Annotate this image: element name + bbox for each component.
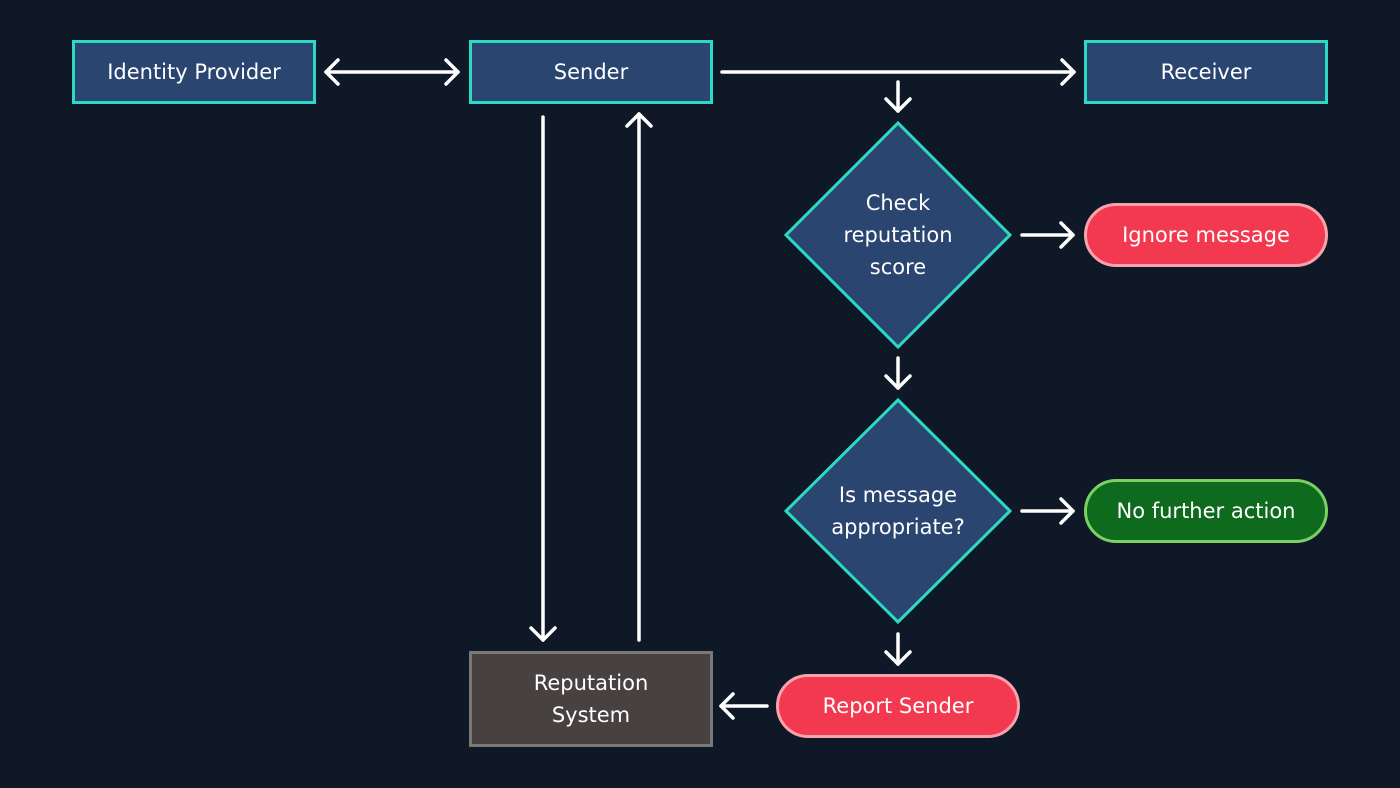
is-appropriate-label: Is message appropriate? [831,483,965,539]
check-ignore-arrow [1020,221,1075,249]
appropriate-report-arrow [884,632,912,666]
report-sender-label: Report Sender [822,694,974,718]
is-appropriate-diamond [783,397,1013,625]
report-sender-node[interactable]: Report Sender [776,674,1020,738]
no-further-action-node[interactable]: No further action [1084,479,1328,543]
to-check-reputation-arrow [884,80,912,113]
report-reputation-arrow [719,692,769,720]
sender-receiver-arrow [720,58,1076,86]
check-reputation-label: Check reputation score [843,191,953,279]
no-further-action-label: No further action [1116,499,1296,523]
check-appropriate-arrow [884,356,912,390]
sender-node[interactable]: Sender [469,40,713,104]
receiver-node[interactable]: Receiver [1084,40,1328,104]
sender-reputation-arrow [529,115,557,642]
appropriate-nfa-arrow [1020,497,1075,525]
ignore-message-label: Ignore message [1122,223,1290,247]
check-reputation-diamond [783,120,1013,350]
ignore-message-node[interactable]: Ignore message [1084,203,1328,267]
reputation-system-label: Reputation System [533,671,649,727]
identity-provider-label: Identity Provider [107,60,281,84]
sender-label: Sender [553,60,629,84]
reputation-sender-arrow [625,112,653,642]
reputation-system-node[interactable]: Reputation System [469,651,713,747]
identity-sender-arrow [324,58,460,86]
identity-provider-node[interactable]: Identity Provider [72,40,316,104]
receiver-label: Receiver [1160,60,1252,84]
